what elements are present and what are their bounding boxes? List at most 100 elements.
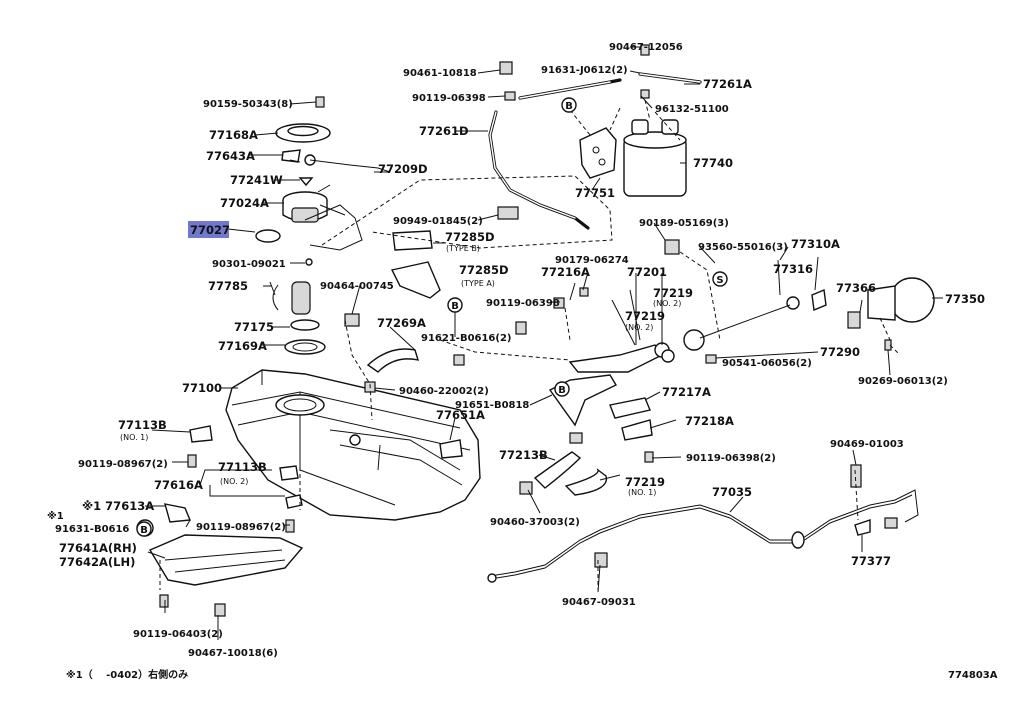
label-77285D-b: 77285D xyxy=(445,230,495,244)
label-note1: ※1 xyxy=(47,510,64,522)
label-77285D-a: 77285D xyxy=(459,263,509,277)
svg-text:B: B xyxy=(140,525,148,536)
label-90119-06398-low: 90119-06398(2) xyxy=(686,453,776,464)
fuel-pump-77175-parts xyxy=(269,281,320,331)
svg-text:B: B xyxy=(565,101,573,112)
label-77616A: 77616A xyxy=(154,478,203,492)
label-77027: 77027 xyxy=(190,223,230,237)
label-77751: 77751 xyxy=(575,186,615,200)
hoses xyxy=(366,348,653,496)
drawing-number: 774803A xyxy=(948,670,998,681)
label-77168A: 77168A xyxy=(209,128,258,142)
label-no1-b: (NO. 1) xyxy=(628,488,656,497)
label-no2-a: (NO. 2) xyxy=(653,299,681,308)
line-77035 xyxy=(487,489,919,583)
label-93560-55016: 93560-55016(3) xyxy=(698,242,788,253)
label-77316: 77316 xyxy=(773,262,813,276)
label-77613A: ※1 77613A xyxy=(82,499,154,513)
label-90301-09021: 90301-09021 xyxy=(212,259,286,270)
label-77219-a: 77219 xyxy=(653,286,693,300)
label-90119-06398-mid: 90119-06398 xyxy=(486,298,560,309)
fuel-tank-77100 xyxy=(225,369,481,521)
label-90541-06056: 90541-06056(2) xyxy=(722,358,812,369)
label-77261D: 77261D xyxy=(419,124,469,138)
footnote: ※1（ -0402）右側のみ xyxy=(66,668,188,681)
label-90949-01845: 90949-01845(2) xyxy=(393,216,483,227)
callout-B-4: B xyxy=(136,521,152,537)
label-77169A: 77169A xyxy=(218,339,267,353)
label-77024A: 77024A xyxy=(220,196,269,210)
label-77269A: 77269A xyxy=(377,316,426,330)
label-91631-B0616: 91631-B0616 xyxy=(55,524,129,535)
label-no2-c: (NO. 2) xyxy=(220,477,248,486)
label-90467-09031: 90467-09031 xyxy=(562,597,636,608)
label-90269-06013: 90269-06013(2) xyxy=(858,376,948,387)
label-77035: 77035 xyxy=(712,485,752,499)
label-77641A: 77641A(RH) xyxy=(59,541,137,555)
protectors-77641A xyxy=(148,425,463,586)
label-90119-08967-b: 90119-08967(2) xyxy=(196,522,286,533)
label-77213B: 77213B xyxy=(499,448,548,462)
filler-pipe-77201 xyxy=(548,289,705,427)
label-77219-b: 77219 xyxy=(625,309,665,323)
label-90179-06274: 90179-06274 xyxy=(555,255,629,266)
pump-assembly-77024A xyxy=(282,184,346,223)
canister-77740 xyxy=(623,119,687,197)
label-77218A: 77218A xyxy=(685,414,734,428)
label-90460-37003: 90460-37003(2) xyxy=(490,517,580,528)
label-91651-B0818: 91651-B0818 xyxy=(455,400,529,411)
label-77377: 77377 xyxy=(851,554,891,568)
callout-B-1: B xyxy=(561,97,577,113)
filler-door-77350 xyxy=(699,277,935,339)
label-90467-10018: 90467-10018(6) xyxy=(188,648,278,659)
label-91631-J0612: 91631-J0612(2) xyxy=(541,65,628,76)
label-77350: 77350 xyxy=(945,292,985,306)
label-77642A: 77642A(LH) xyxy=(59,555,135,569)
highlight-77027 xyxy=(188,221,229,238)
label-91621-B0616: 91621-B0616(2) xyxy=(421,333,512,344)
label-77261A: 77261A xyxy=(703,77,752,91)
vent-line-77261D xyxy=(488,72,702,230)
label-96132-51100: 96132-51100 xyxy=(655,104,729,115)
label-77216A: 77216A xyxy=(541,265,590,279)
fuel-line-77209D xyxy=(255,159,391,251)
label-no1-a: (NO. 1) xyxy=(120,433,148,442)
leader-lines xyxy=(145,46,943,640)
label-90467-12056: 90467-12056 xyxy=(609,42,683,53)
label-type-a: (TYPE A) xyxy=(461,279,495,288)
label-77100: 77100 xyxy=(182,381,222,395)
label-77290: 77290 xyxy=(820,345,860,359)
brackets-77285D xyxy=(390,230,441,299)
label-90460-22002: 90460-22002(2) xyxy=(399,386,489,397)
label-90469-01003: 90469-01003 xyxy=(830,439,904,450)
label-90189-05169: 90189-05169(3) xyxy=(639,218,729,229)
label-77310A: 77310A xyxy=(791,237,840,251)
label-90119-06403: 90119-06403(2) xyxy=(133,629,223,640)
callout-B-3: B xyxy=(554,381,570,397)
callout-B-2: B xyxy=(447,297,463,313)
label-77740: 77740 xyxy=(693,156,733,170)
svg-text:B: B xyxy=(558,385,566,396)
label-77113B-2: 77113B xyxy=(218,460,267,474)
label-77651A: 77651A xyxy=(436,408,485,422)
label-no2-b: (NO. 2) xyxy=(625,323,653,332)
retainer-ring-77168A xyxy=(275,123,331,143)
label-77219-c: 77219 xyxy=(625,475,665,489)
label-77113B-1: 77113B xyxy=(118,418,167,432)
callout-S-1: S xyxy=(712,271,728,287)
label-90464-00745: 90464-00745 xyxy=(320,281,394,292)
label-90159-50343: 90159-50343(8) xyxy=(203,99,293,110)
svg-text:B: B xyxy=(451,301,459,312)
label-77366: 77366 xyxy=(836,281,876,295)
part-labels: 90467-12056 90461-10818 91631-J0612(2) 7… xyxy=(47,42,985,659)
bracket-77751 xyxy=(579,127,617,179)
label-77175: 77175 xyxy=(234,320,274,334)
label-77217A: 77217A xyxy=(662,385,711,399)
label-90119-06398-top: 90119-06398 xyxy=(412,93,486,104)
screws-and-clips xyxy=(136,44,892,617)
label-77785: 77785 xyxy=(208,279,248,293)
gasket-77169A xyxy=(284,339,326,355)
label-90119-08967-a: 90119-08967(2) xyxy=(78,459,168,470)
label-77241W: 77241W xyxy=(230,173,283,187)
